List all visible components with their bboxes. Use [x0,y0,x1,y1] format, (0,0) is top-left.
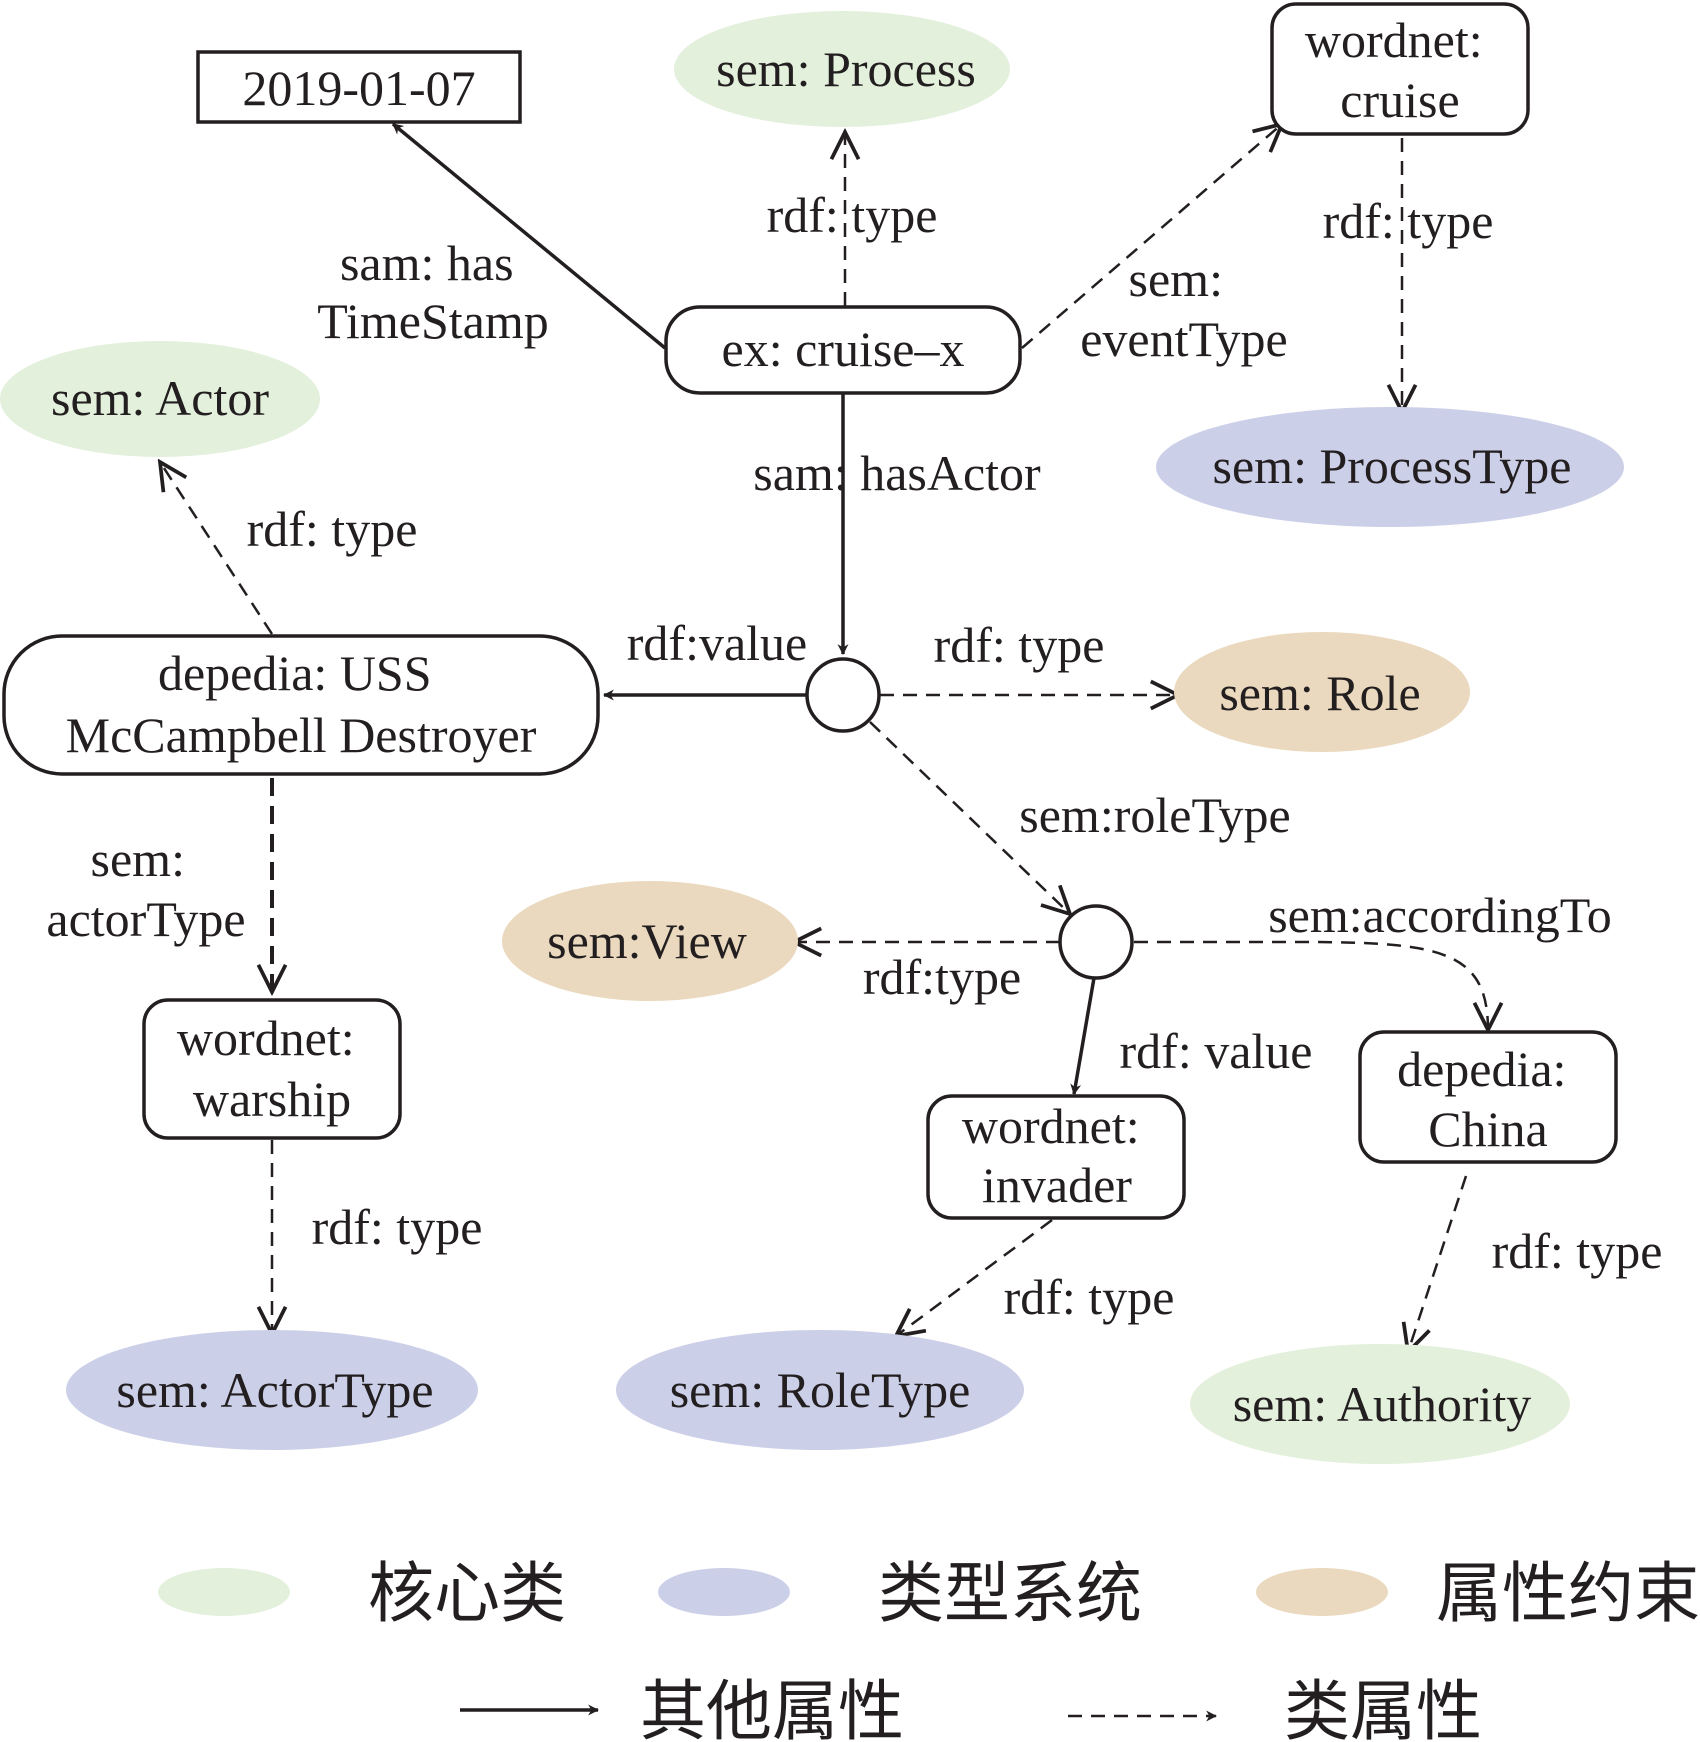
edge-label-event-type: sem: eventType [1080,251,1288,367]
node-date-box [196,50,522,124]
edge-label-has-actor: sam: hasActor [753,445,1041,501]
edge-label-rdf-value-1: rdf:value [627,615,807,671]
legend-other-property-label: 其他属性 [640,1673,904,1742]
node-authority-label: sem: Authority [1233,1376,1532,1432]
edge-label-actor-type: rdf: type [247,501,418,557]
edge-label-view-type: rdf:type [863,949,1021,1005]
node-actor-type-ellipse [66,1330,478,1450]
node-role-ellipse [1174,632,1470,752]
edge-china-type [1408,1175,1468,1352]
legend-property-constraint-swatch [1256,1568,1388,1616]
node-authority-ellipse [1190,1344,1570,1464]
edge-has-timestamp [391,122,667,350]
node-warship-box [142,998,402,1140]
node-role-type-label: sem: RoleType [670,1362,971,1418]
node-view-ellipse [502,881,798,1001]
legend-core-label: 核心类 [368,1555,566,1632]
node-wordnet-cruise-label: wordnet: cruise [1305,12,1495,128]
legend-property-constraint-label: 属性约束 [1436,1555,1700,1632]
edge-according-to [1134,940,1488,1030]
node-role-type-ellipse [616,1330,1024,1450]
edge-sem-role-type [869,721,1070,914]
node-wordnet-cruise-box [1270,2,1530,136]
node-actor-label: sem: Actor [51,370,269,426]
edge-label-cruise-type: rdf: type [1323,193,1494,249]
node-view-label: sem:View [547,913,747,969]
edge-label-rdf-value-2: rdf: value [1120,1023,1313,1079]
node-china-box [1358,1030,1618,1164]
blank-node-role-type [1058,904,1134,980]
edge-event-type [1021,124,1282,349]
legend-core-swatch [158,1568,290,1616]
legend-type-system-swatch [658,1568,790,1616]
node-cruise-x-box [664,305,1022,395]
edge-actor-type [160,462,274,635]
edge-invader-type [896,1218,1053,1336]
node-cruise-x-label: ex: cruise–x [722,321,965,377]
node-process-label: sem: Process [716,41,976,97]
node-role-label: sem: Role [1219,665,1420,721]
node-date-label: 2019-01-07 [242,60,475,116]
blank-node-role [805,657,881,733]
edge-label-actor-type-edge: sem: actorType [46,831,245,947]
edge-label-invader-type: rdf: type [1004,1269,1175,1325]
node-process-ellipse [674,11,1010,127]
node-destroyer-box [2,634,600,776]
node-warship-label: wordnet: warship [177,1010,367,1127]
node-invader-box [926,1094,1186,1220]
edge-label-sem-role-type: sem:roleType [1019,787,1290,843]
edge-label-process-type: rdf: type [767,187,938,243]
edge-label-warship-type: rdf: type [312,1199,483,1255]
node-destroyer-label: depedia: USS McCampbell Destroyer [66,645,537,763]
node-process-type-label: sem: ProcessType [1213,438,1572,494]
legend-class-property-label: 类属性 [1284,1673,1482,1742]
edge-label-according-to: sem:accordingTo [1268,887,1612,943]
node-process-type-ellipse [1156,407,1624,527]
node-actor-type-label: sem: ActorType [116,1362,433,1418]
edge-rdf-value-2 [1070,977,1096,1096]
edge-label-role-type: rdf: type [934,617,1105,673]
node-invader-label: wordnet: invader [962,1098,1152,1213]
node-actor-ellipse [0,341,320,457]
edge-label-china-type: rdf: type [1492,1223,1663,1279]
legend-type-system-label: 类型系统 [878,1555,1142,1632]
edge-label-has-timestamp: sam: has TimeStamp [317,235,549,349]
node-china-label: depedia: China [1397,1041,1579,1157]
